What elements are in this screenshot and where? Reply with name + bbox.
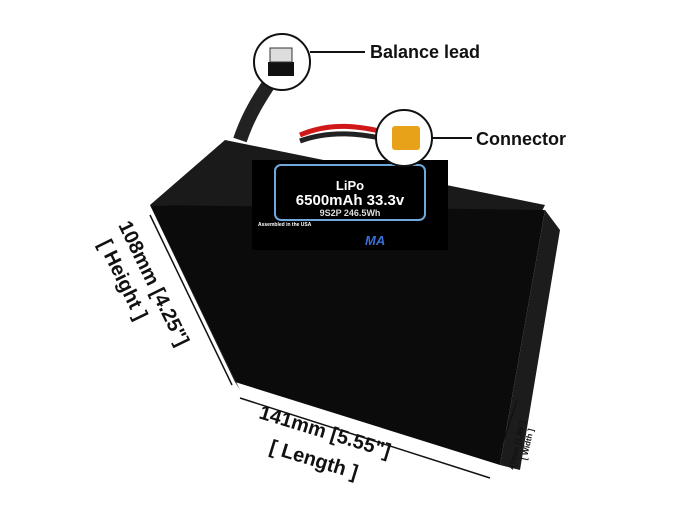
label-capacity: 6500mAh 33.3v [296,192,405,209]
length-dimension-line [239,397,491,479]
label-config: 9S2P 246.5Wh [320,208,381,218]
balance-lead-label: Balance lead [370,42,480,62]
brand-logo: MA [365,233,385,248]
battery-label [252,160,448,250]
connector-label: Connector [476,129,566,149]
width-dimension-line [497,399,518,459]
height-dimension-line [149,214,233,386]
label-chemistry: LiPo [336,178,364,193]
label-assembled: Assembled in the USA [258,222,312,228]
battery-front [150,205,545,465]
